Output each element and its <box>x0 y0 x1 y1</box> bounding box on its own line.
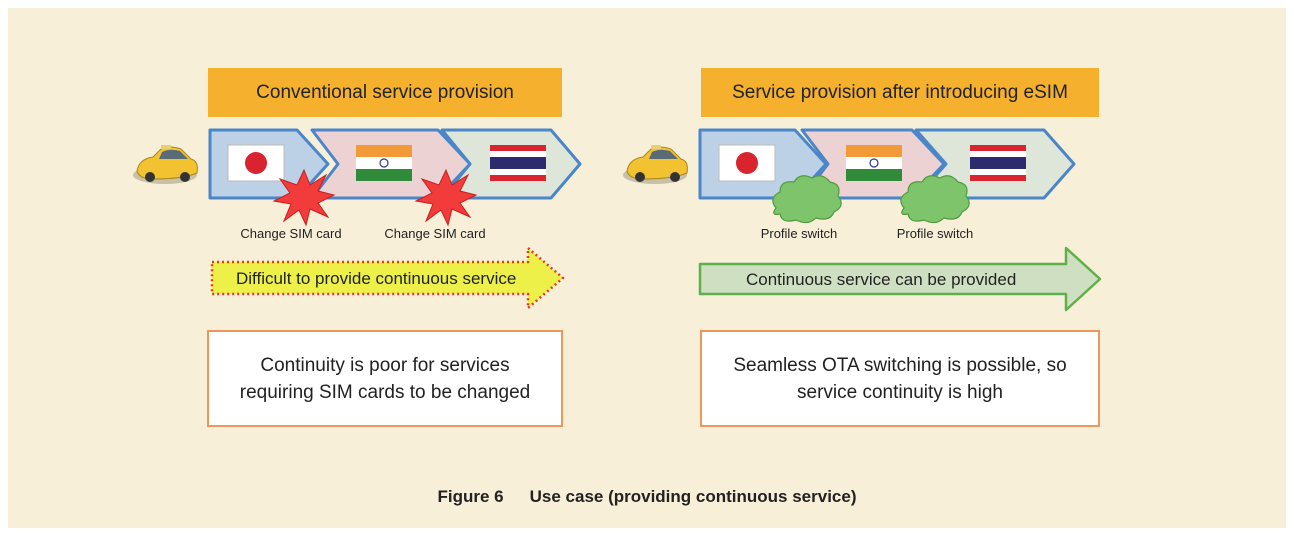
left-header: Conventional service provision <box>208 68 562 117</box>
right-conclusion-line1: Seamless OTA switching is possible, so <box>733 354 1067 376</box>
car-icon <box>133 145 198 184</box>
continuous-arrow-text: Continuous service can be provided <box>746 270 1017 289</box>
left-conclusion-box: Continuity is poor for services requirin… <box>207 330 563 427</box>
change-sim-label-1: Change SIM card <box>240 226 342 241</box>
thailand-flag-icon <box>970 145 1026 181</box>
left-conclusion-line2: requiring SIM cards to be changed <box>239 381 531 403</box>
difficult-arrow-text: Difficult to provide continuous service <box>236 269 517 288</box>
left-conclusion-line1: Continuity is poor for services <box>260 354 510 376</box>
japan-flag-icon <box>227 144 285 182</box>
figure-caption: Figure 6 Use case (providing continuous s… <box>0 487 1294 507</box>
cloud-icon <box>772 175 842 224</box>
burst-icon <box>414 168 478 227</box>
profile-switch-label-2: Profile switch <box>896 226 974 241</box>
continuous-arrow <box>698 246 1102 312</box>
thailand-flag-icon <box>490 145 546 181</box>
india-flag-icon <box>356 145 412 181</box>
profile-switch-label-1: Profile switch <box>760 226 838 241</box>
right-conclusion-box: Seamless OTA switching is possible, so s… <box>700 330 1100 427</box>
figure-number: Figure 6 <box>437 487 504 506</box>
left-header-text: Conventional service provision <box>256 81 514 103</box>
car-icon <box>623 145 688 184</box>
figure-title: Use case (providing continuous service) <box>529 487 857 506</box>
india-flag-icon <box>846 145 902 181</box>
japan-flag-icon <box>718 144 776 182</box>
right-header: Service provision after introducing eSIM <box>701 68 1099 117</box>
change-sim-label-2: Change SIM card <box>384 226 486 241</box>
cloud-icon <box>900 175 970 224</box>
right-conclusion-line2: service continuity is high <box>797 381 1003 403</box>
difficult-arrow <box>210 246 565 310</box>
right-header-text: Service provision after introducing eSIM <box>732 81 1068 103</box>
burst-icon <box>272 168 336 227</box>
